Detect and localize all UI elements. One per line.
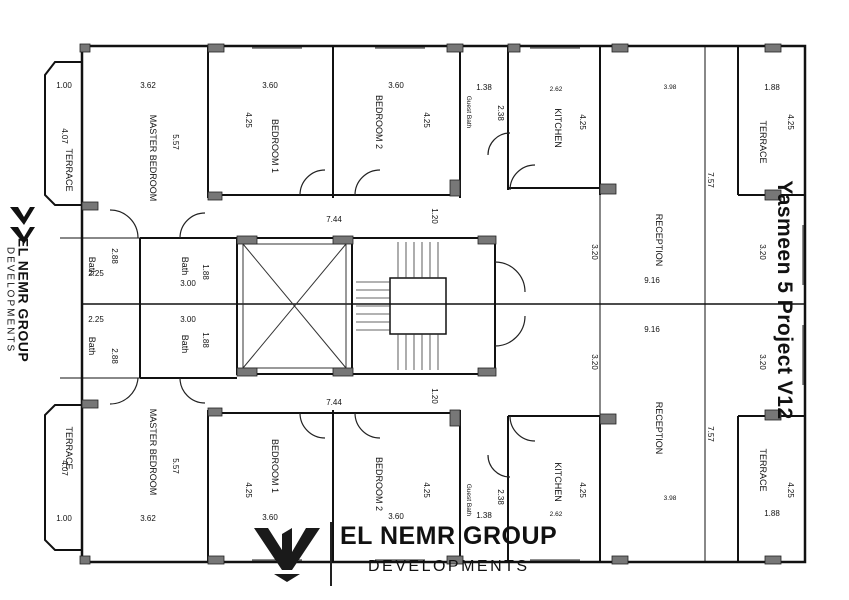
walls: [44, 44, 807, 564]
dim-kitchen-depth-top: 4.25: [578, 114, 587, 130]
room-label-bedroom1-bottom: BEDROOM 1: [270, 439, 280, 493]
dim-corridor-width-top: 7.44: [326, 215, 342, 224]
room-label-guest-bath-bottom: Guest Bath: [465, 484, 472, 517]
dim-reception-depth-top: 7.57: [706, 172, 715, 188]
room-label-kitchen-bottom: KITCHEN: [553, 462, 563, 502]
brand-name-side: EL NEMR GROUP: [15, 237, 32, 363]
dim-corridor-width-bottom: 7.44: [326, 398, 342, 407]
dim-corridor-depth-bottom: 1.20: [430, 388, 439, 404]
dim-reception-lower-width-top: 9.16: [644, 276, 660, 285]
room-label-reception-bottom: RECEPTION: [654, 402, 664, 455]
dim-bath2-width-bottom: 3.00: [180, 315, 196, 324]
dim-bed1-depth-top: 4.25: [244, 112, 253, 128]
brand-name-bottom: EL NEMR GROUP: [340, 522, 558, 550]
room-labels-bottom: MASTER BEDROOM BEDROOM 1 BEDROOM 2 Guest…: [64, 335, 768, 517]
brand-subtitle-side: DEVELOPMENTS: [4, 246, 16, 354]
dim-bath-width-bottom: 2.25: [88, 315, 104, 324]
dim-terrace-depth-top: 4.07: [60, 128, 69, 144]
door-swings: [109, 132, 536, 478]
dim-terrace-depth-bottom: 4.07: [60, 460, 69, 476]
dim-guest-depth-bottom: 2.38: [496, 489, 505, 505]
windows: [252, 47, 804, 561]
dim-bath2-depth-bottom: 1.88: [201, 332, 210, 348]
brand-logo-mark-side: [10, 207, 35, 244]
logo-divider: [330, 522, 332, 586]
brand-logo-bottom: EL NEMR GROUP DEVELOPMENTS: [252, 520, 597, 590]
room-label-terrace-right-bottom: TERRACE: [758, 448, 768, 491]
dim-reception-depth-bottom: 7.57: [706, 426, 715, 442]
dim-reception-width-top: 3.98: [664, 84, 677, 91]
dim-reception-lower-depth-top: 3.20: [590, 244, 599, 260]
dim-master-width-bottom: 3.62: [140, 514, 156, 523]
dim-guest-width-bottom: 1.38: [476, 511, 492, 520]
dim-bath-depth-bottom: 2.88: [110, 348, 119, 364]
dim-bath-depth-top: 2.88: [110, 248, 119, 264]
room-label-master-bedroom-bottom: MASTER BEDROOM: [148, 409, 158, 496]
dim-bed1-depth-bottom: 4.25: [244, 482, 253, 498]
room-label-terrace-left-bottom: TERRACE: [64, 426, 74, 469]
dim-kitchen-width-bottom: 2.62: [550, 511, 563, 518]
dim-terrace-right-width-top: 1.88: [764, 83, 780, 92]
room-label-master-bedroom-top: MASTER BEDROOM: [148, 115, 158, 202]
room-label-bedroom1-top: BEDROOM 1: [270, 119, 280, 173]
room-label-bath-a-top: Bath: [87, 257, 97, 276]
room-labels-top: MASTER BEDROOM BEDROOM 1 BEDROOM 2 Guest…: [64, 95, 768, 275]
dim-bed1-width-bottom: 3.60: [262, 513, 278, 522]
dim-bath-width-top: 2.25: [88, 269, 104, 278]
dim-reception-lower-depth2-top: 3.20: [758, 244, 767, 260]
project-title: Yasmeen 5 Project V12: [773, 180, 796, 420]
room-label-terrace-left-top: TERRACE: [64, 148, 74, 191]
dim-kitchen-width-top: 2.62: [550, 86, 563, 93]
elevator-shaft: [242, 243, 347, 369]
room-label-terrace-right-top: TERRACE: [758, 120, 768, 163]
dim-master-width-top: 3.62: [140, 81, 156, 90]
room-label-reception-top: RECEPTION: [654, 214, 664, 267]
brand-logo-mark-bottom: [254, 528, 320, 582]
room-label-bedroom2-top: BEDROOM 2: [374, 95, 384, 149]
dim-terrace-right-width-bottom: 1.88: [764, 509, 780, 518]
dim-bed2-depth-top: 4.25: [422, 112, 431, 128]
dim-bath2-width-top: 3.00: [180, 279, 196, 288]
dim-terrace-width-bottom: 1.00: [56, 514, 72, 523]
dim-bath2-depth-top: 1.88: [201, 264, 210, 280]
stair-treads: [356, 242, 439, 370]
dim-bed1-width-top: 3.60: [262, 81, 278, 90]
dim-kitchen-depth-bottom: 4.25: [578, 482, 587, 498]
room-label-kitchen-top: KITCHEN: [553, 108, 563, 148]
dimensions-top: 1.00 3.62 5.57 4.07 3.60 4.25 3.60 4.25 …: [56, 81, 795, 288]
dim-bed2-width-top: 3.60: [388, 81, 404, 90]
dim-master-depth-top: 5.57: [171, 134, 180, 150]
dim-terrace-right-depth-top: 4.25: [786, 114, 795, 130]
dim-corridor-depth-top: 1.20: [430, 208, 439, 224]
dim-reception-upper-width-bottom: 9.16: [644, 325, 660, 334]
room-label-bath-b-top: Bath: [180, 257, 190, 276]
dim-bed2-width-bottom: 3.60: [388, 512, 404, 521]
columns: [79, 43, 782, 565]
dim-guest-width-top: 1.38: [476, 83, 492, 92]
room-label-bedroom2-bottom: BEDROOM 2: [374, 457, 384, 511]
dim-reception-upper-depth-bottom: 3.20: [590, 354, 599, 370]
brand-subtitle-bottom: DEVELOPMENTS: [368, 558, 530, 575]
dim-terrace-right-depth-bottom: 4.25: [786, 482, 795, 498]
dim-guest-depth-top: 2.38: [496, 105, 505, 121]
room-label-bath-a-bottom: Bath: [87, 337, 97, 356]
dim-bed2-depth-bottom: 4.25: [422, 482, 431, 498]
brand-logo-side: EL NEMR GROUP DEVELOPMENTS: [5, 238, 32, 362]
dim-terrace-width-top: 1.00: [56, 81, 72, 90]
dimensions-bottom: 1.00 3.62 5.57 4.07 3.60 4.25 3.60 4.25 …: [56, 315, 795, 523]
room-label-guest-bath-top: Guest Bath: [465, 96, 472, 129]
room-label-bath-b-bottom: Bath: [180, 335, 190, 354]
dim-reception-width-bottom: 3.98: [664, 495, 677, 502]
dim-reception-upper-depth2-bottom: 3.20: [758, 354, 767, 370]
dim-master-depth-bottom: 5.57: [171, 458, 180, 474]
